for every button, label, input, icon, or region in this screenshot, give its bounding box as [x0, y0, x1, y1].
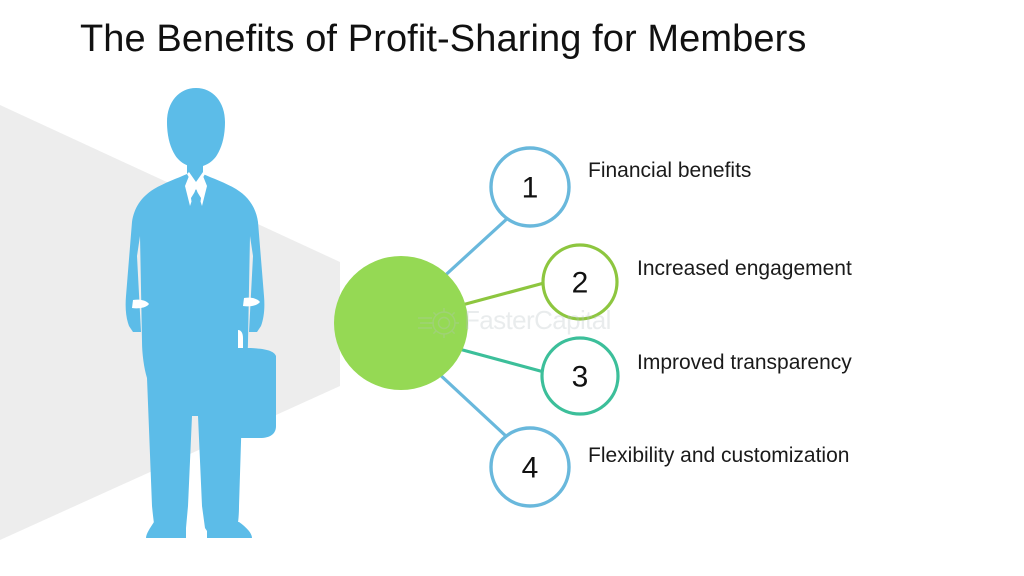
- node-4-circle[interactable]: [489, 426, 571, 508]
- node-1-label: Financial benefits: [588, 159, 752, 182]
- connector-line-4: [435, 370, 510, 440]
- connector-line-1: [437, 214, 512, 283]
- connector-line-2: [460, 281, 546, 307]
- page-title: The Benefits of Profit-Sharing for Membe…: [80, 18, 807, 60]
- node-1-circle[interactable]: [489, 146, 571, 228]
- node-4-number: 4: [522, 452, 539, 485]
- node-3[interactable]: 3: [540, 336, 620, 416]
- node-2[interactable]: 2: [541, 243, 619, 321]
- node-1-number: 1: [522, 172, 539, 205]
- node-4[interactable]: 4: [489, 426, 571, 508]
- node-4-label: Flexibility and customization: [588, 444, 850, 467]
- hub-circle: [334, 256, 468, 390]
- node-2-circle[interactable]: [541, 243, 619, 321]
- node-3-circle[interactable]: [540, 336, 620, 416]
- connector-line-3: [457, 347, 546, 374]
- node-2-label: Increased engagement: [637, 257, 852, 280]
- silhouette-body: [125, 88, 276, 538]
- node-3-number: 3: [572, 361, 589, 394]
- businessman-silhouette-icon: [125, 88, 276, 538]
- node-2-number: 2: [572, 267, 589, 300]
- node-3-label: Improved transparency: [637, 351, 852, 374]
- node-1[interactable]: 1: [489, 146, 571, 228]
